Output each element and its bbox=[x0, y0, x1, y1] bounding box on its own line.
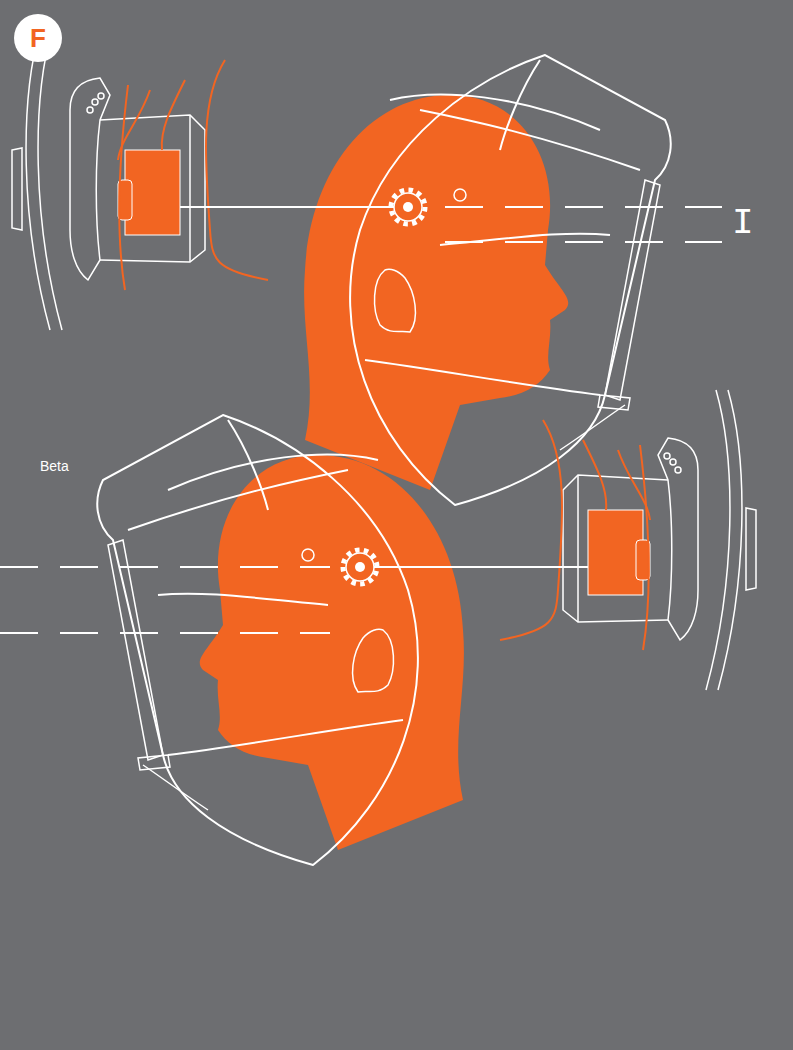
dimension-symbol: I bbox=[732, 203, 754, 244]
badge-letter: F bbox=[30, 23, 46, 54]
badge-circle: F bbox=[14, 14, 62, 62]
dashed-guides bbox=[0, 207, 722, 633]
model-label: Beta bbox=[40, 458, 69, 474]
